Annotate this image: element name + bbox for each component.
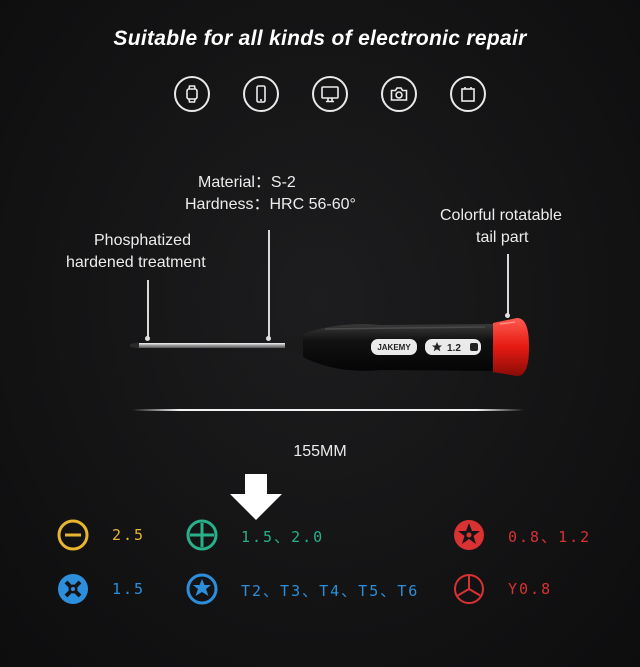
monitor-icon (312, 76, 348, 112)
spec-phillips-value: 1.5、2.0 (241, 528, 325, 546)
battery-icon (450, 76, 486, 112)
length-label: 155MM (293, 443, 347, 460)
tail-leader-dot (505, 313, 510, 318)
spec-y-tip-value: Y0.8 (508, 580, 553, 598)
phosphatized-callout-line1: Phosphatized (94, 232, 191, 249)
tail-callout-line1: Colorful rotatable (440, 207, 562, 224)
hardness-leader-line (268, 230, 270, 338)
material-callout: Material：S-2 (198, 174, 296, 191)
torx-bit-icon (186, 573, 218, 605)
camera-icon (381, 76, 417, 112)
smartphone-icon (243, 76, 279, 112)
tri-wing-bit-icon (58, 574, 88, 604)
length-dimension-line (132, 409, 524, 411)
smartwatch-icon (174, 76, 210, 112)
hardness-callout: Hardness：HRC 56-60° (185, 196, 356, 213)
tool-size-label: 1.2 (447, 343, 461, 354)
headline: Suitable for all kinds of electronic rep… (113, 27, 527, 50)
phosphatized-leader-dot (145, 336, 150, 341)
hardness-leader-dot (266, 336, 271, 341)
spec-tri-wing-value: 1.5 (112, 580, 146, 598)
torx-security-bit-icon (454, 520, 484, 550)
screwdriver-image: JAKEMY 1.2 (130, 318, 529, 376)
spec-slotted-value: 2.5 (112, 526, 146, 544)
y-tip-bit-icon (454, 574, 484, 604)
spec-torx-value: T2、T3、T4、T5、T6 (241, 582, 420, 600)
tail-leader-line (507, 254, 509, 316)
phosphatized-leader-line (147, 280, 149, 338)
slotted-bit-icon (57, 519, 89, 551)
tail-callout-line2: tail part (476, 229, 529, 246)
spec-torx-security-value: 0.8、1.2 (508, 528, 592, 546)
phosphatized-callout-line2: hardened treatment (66, 254, 206, 271)
brand-label: JAKEMY (377, 343, 411, 352)
down-arrow-icon (230, 474, 282, 520)
phillips-bit-icon (186, 519, 218, 551)
device-icon-row (0, 76, 640, 116)
